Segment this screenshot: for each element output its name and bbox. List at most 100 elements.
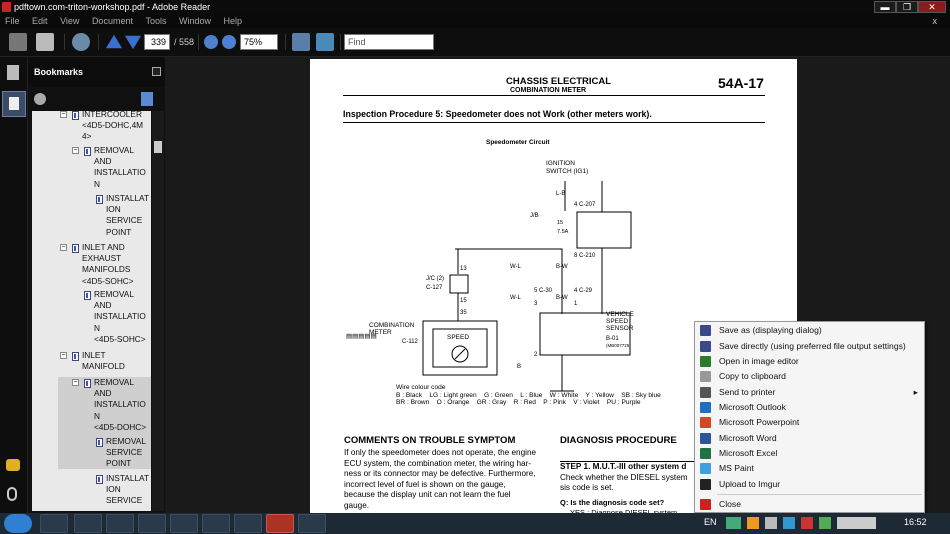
menu-tools[interactable]: Tools xyxy=(145,16,167,26)
bookmark-item[interactable]: REMOVAL SERVICE POINT xyxy=(106,436,146,469)
bookmarks-panel: Bookmarks − INTERCOOLER <4D5-DOHC,4M 4> … xyxy=(28,57,165,513)
taskbar-app3-icon[interactable] xyxy=(298,514,326,533)
bookmark-page-icon xyxy=(96,475,103,484)
menu-item-copy-to-clipboard[interactable]: Copy to clipboard xyxy=(695,369,924,384)
junction-block xyxy=(576,211,632,249)
menu-item-label: Microsoft Powerpoint xyxy=(719,417,800,427)
taskbar-app-icon[interactable] xyxy=(170,514,198,533)
label-speed: SPEED xyxy=(447,334,470,341)
expand-toggle[interactable]: − xyxy=(72,379,79,386)
bookmark-item[interactable]: REMOVAL AND INSTALLATIO N <4D5-SOHC> xyxy=(94,289,146,344)
menu-item-microsoft-excel[interactable]: Microsoft Excel xyxy=(695,446,924,461)
zoom-in-icon[interactable] xyxy=(222,35,236,49)
menu-separator xyxy=(717,494,922,495)
paint-icon xyxy=(700,463,711,474)
start-button[interactable] xyxy=(4,514,32,533)
maximize-button[interactable]: ❐ xyxy=(896,1,918,13)
menu-document[interactable]: Document xyxy=(91,16,133,26)
label-vehicle-speed-sensor: VEHICLE SPEED SENSOR xyxy=(606,311,634,332)
taskbar-firefox-icon[interactable] xyxy=(138,514,166,533)
toolbar-separator xyxy=(340,34,341,50)
scrollbar-thumb[interactable] xyxy=(154,141,162,153)
bookmark-page-icon xyxy=(84,147,91,156)
taskbar-adobe-reader-icon[interactable] xyxy=(266,514,294,533)
bookmark-item[interactable]: INSTALLAT ION SERVICE xyxy=(106,473,150,506)
zoom-out-icon[interactable] xyxy=(204,35,218,49)
floppy-icon xyxy=(700,325,711,336)
menu-item-upload-to-imgur[interactable]: Upload to Imgur xyxy=(695,477,924,492)
menu-edit[interactable]: Edit xyxy=(32,16,48,26)
toolbar-separator xyxy=(64,34,65,50)
menu-item-send-to-printer[interactable]: Send to printer▸ xyxy=(695,385,924,400)
menu-item-microsoft-powerpoint[interactable]: Microsoft Powerpoint xyxy=(695,415,924,430)
full-screen-icon[interactable] xyxy=(316,33,334,51)
bookmark-item[interactable]: INTERCOOLER <4D5-DOHC,4M 4> xyxy=(82,111,144,142)
page-number-input[interactable]: 339 xyxy=(144,34,170,50)
expand-toggle[interactable]: − xyxy=(60,352,67,359)
bookmark-item[interactable]: INLET MANIFOLD xyxy=(82,350,125,372)
bookmarks-panel-button[interactable] xyxy=(2,91,26,117)
menu-item-microsoft-word[interactable]: Microsoft Word xyxy=(695,431,924,446)
comments-icon[interactable] xyxy=(6,459,20,471)
menu-item-save-as[interactable]: Save as (displaying dialog) xyxy=(695,323,924,338)
find-input[interactable]: Find xyxy=(344,34,434,50)
taskbar-app2-icon[interactable] xyxy=(234,514,262,533)
label-bw-2: B-W xyxy=(556,295,568,301)
menu-help[interactable]: Help xyxy=(223,16,243,26)
next-page-icon[interactable] xyxy=(124,35,142,50)
options-gear-icon[interactable] xyxy=(34,93,46,105)
adobe-reader-icon xyxy=(2,2,11,12)
outlook-icon xyxy=(700,402,711,413)
taskbar-media-icon[interactable] xyxy=(74,514,102,533)
email-icon[interactable] xyxy=(72,33,90,51)
menu-item-open-in-image-editor[interactable]: Open in image editor xyxy=(695,354,924,369)
taskbar-ie-icon[interactable] xyxy=(40,514,68,533)
bookmark-item[interactable]: INLET AND EXHAUST MANIFOLDS <4D5-SOHC> xyxy=(82,242,134,286)
minimize-button[interactable]: ▬ xyxy=(874,1,896,13)
fit-page-icon[interactable] xyxy=(292,33,310,51)
comments-title: COMMENTS ON TROUBLE SYMPTOM xyxy=(344,435,516,446)
create-pdf-icon[interactable] xyxy=(36,33,54,51)
expand-toggle[interactable]: − xyxy=(60,111,67,118)
menu-file[interactable]: File xyxy=(5,16,20,26)
menu-item-close[interactable]: Close xyxy=(695,497,924,512)
label-wl: W-L xyxy=(510,264,521,270)
menu-item-ms-paint[interactable]: MS Paint xyxy=(695,461,924,476)
page-total: / 558 xyxy=(174,37,195,47)
heading-rule xyxy=(343,122,765,123)
close-icon xyxy=(700,499,711,510)
subsection-title: COMBINATION METER xyxy=(510,87,587,94)
menu-item-save-directly[interactable]: Save directly (using preferred file outp… xyxy=(695,339,924,354)
print-icon[interactable] xyxy=(9,33,27,51)
question: Q: Is the diagnosis code set? xyxy=(560,498,665,507)
expand-toggle[interactable]: − xyxy=(72,147,79,154)
expand-toggle[interactable]: − xyxy=(60,244,67,251)
toolbar-separator xyxy=(98,34,99,50)
clock[interactable]: 16:52 xyxy=(904,517,927,527)
close-window-button[interactable]: ✕ xyxy=(918,1,946,13)
navigation-pane-strip xyxy=(0,57,28,513)
bookmarks-toolbar xyxy=(28,87,165,111)
bookmark-item-selected[interactable]: REMOVAL AND INSTALLATIO N <4D5-DOHC> xyxy=(94,377,147,432)
menu-window[interactable]: Window xyxy=(179,16,212,26)
taskbar-chrome-icon[interactable] xyxy=(202,514,230,533)
attachment-icon[interactable] xyxy=(7,487,17,501)
language-indicator[interactable]: EN xyxy=(704,517,717,527)
taskbar-explorer-icon[interactable] xyxy=(106,514,134,533)
page-number: 54A-17 xyxy=(718,75,764,91)
new-bookmark-icon[interactable] xyxy=(141,92,153,106)
system-tray-icons[interactable] xyxy=(726,517,876,529)
bookmarks-scrollbar[interactable] xyxy=(152,111,164,511)
menu-item-microsoft-outlook[interactable]: Microsoft Outlook xyxy=(695,400,924,415)
toolbar: 339 / 558 75% Find xyxy=(0,28,950,57)
selected-bookmark-highlight xyxy=(58,377,151,469)
collapse-panel-icon[interactable] xyxy=(152,67,161,76)
zoom-select[interactable]: 75% xyxy=(240,34,278,50)
pages-icon[interactable] xyxy=(7,65,19,80)
close-document-button[interactable]: x xyxy=(932,16,938,26)
bookmark-item[interactable]: REMOVAL AND INSTALLATIO N xyxy=(94,145,146,189)
gauge-needle xyxy=(454,348,466,360)
menu-view[interactable]: View xyxy=(60,16,80,26)
bookmark-item[interactable]: INSTALLAT ION SERVICE POINT xyxy=(106,193,150,237)
previous-page-icon[interactable] xyxy=(105,34,123,49)
